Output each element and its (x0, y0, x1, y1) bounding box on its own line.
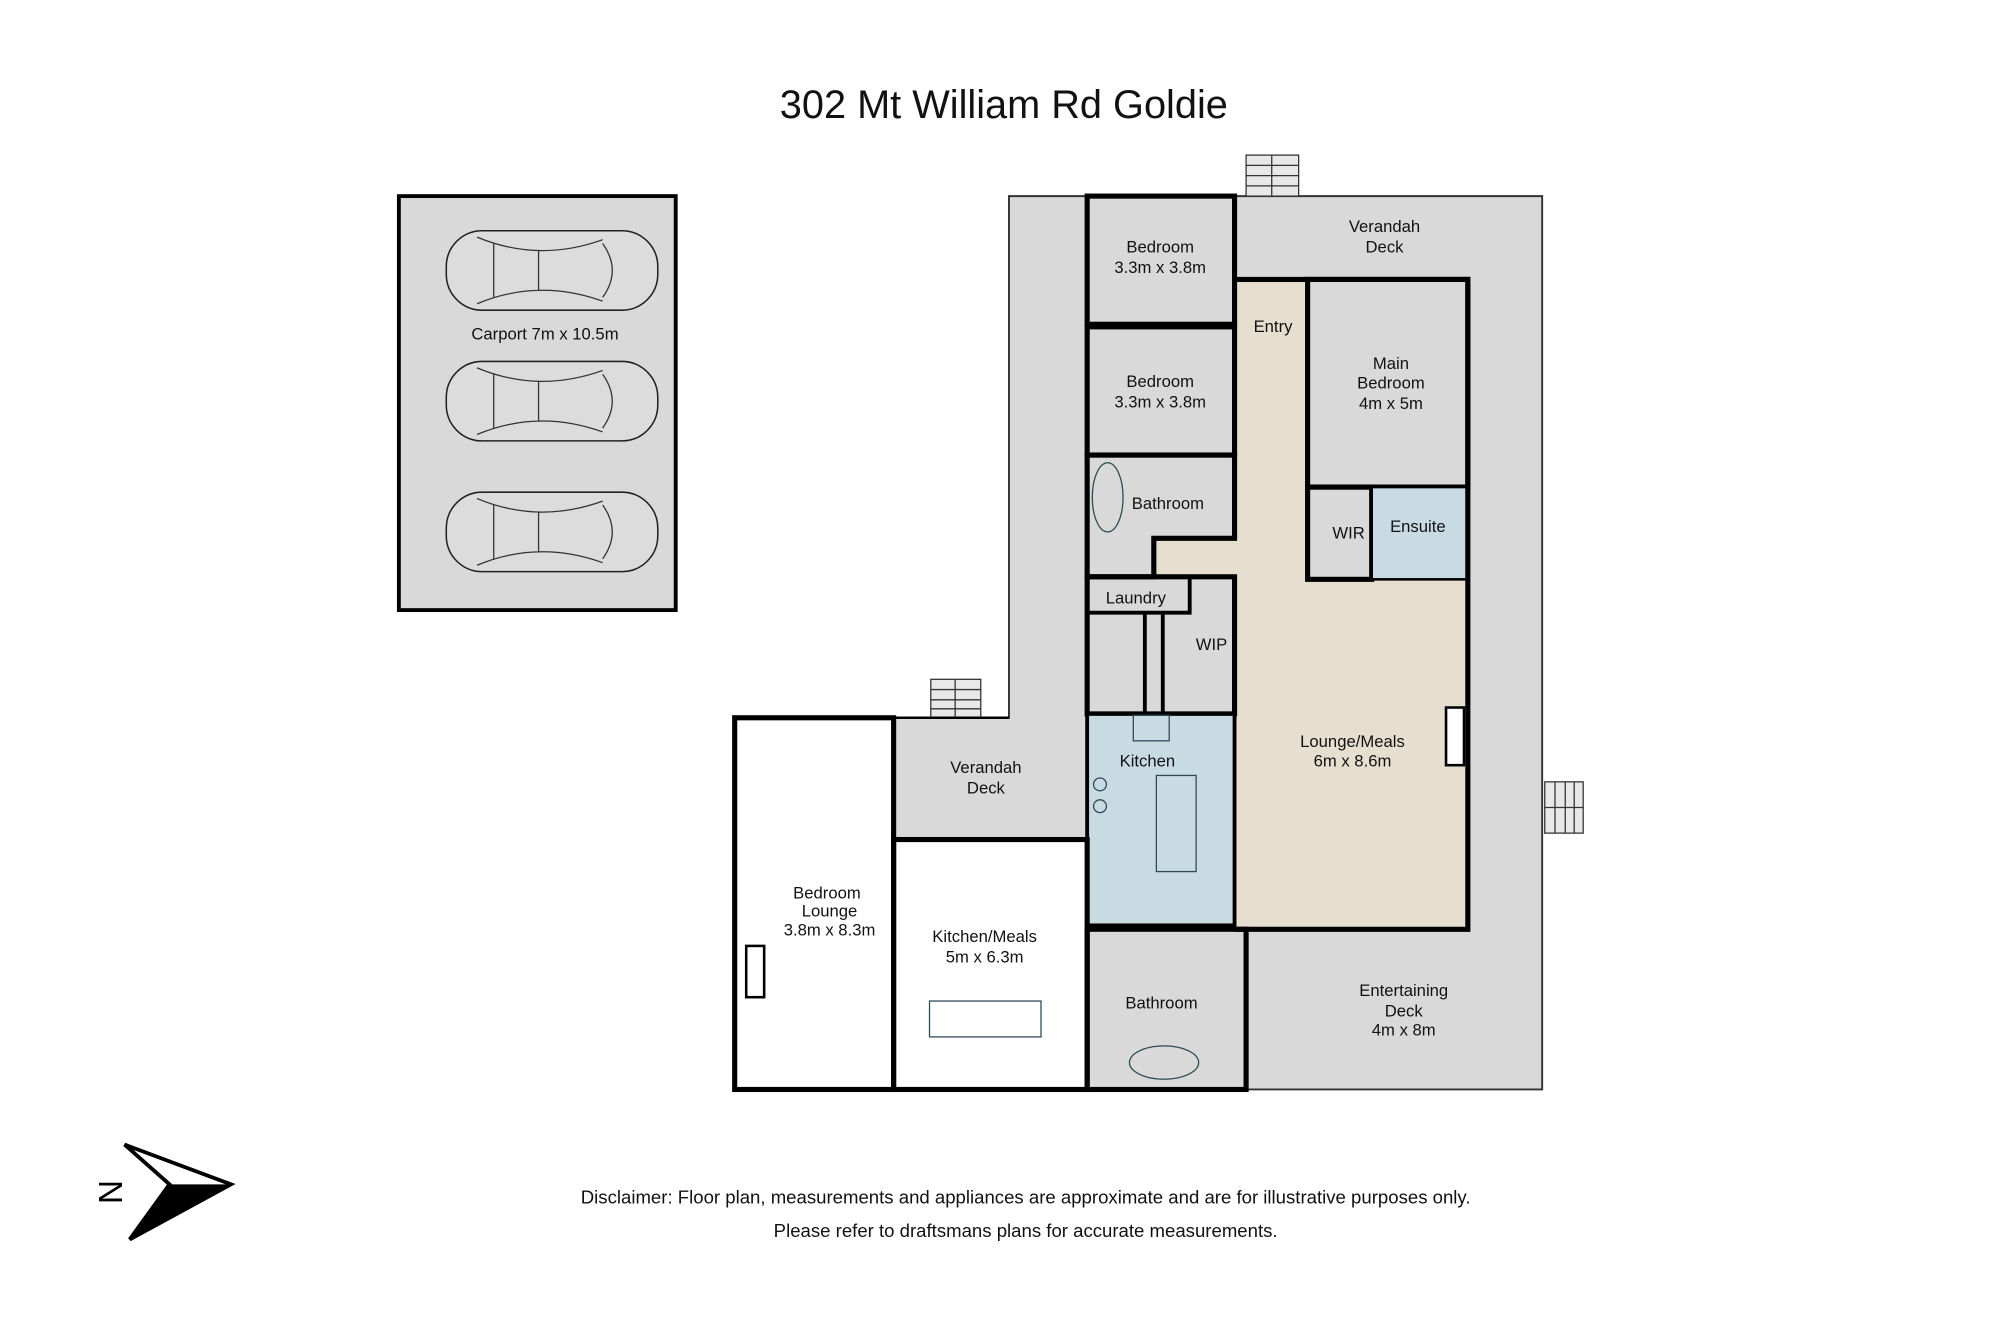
sink-icon (1092, 799, 1108, 814)
room-size: 5m x 6.3m (946, 948, 1024, 967)
room-label: Bedroom (793, 883, 861, 902)
room-size: 3.8m x 8.3m (784, 921, 876, 940)
bathtub-icon (1128, 1045, 1200, 1080)
room-label: WIP (1196, 635, 1227, 654)
page-title: 302 Mt William Rd Goldie (780, 83, 1228, 127)
room-label: Bedroom (1357, 373, 1425, 392)
room-label: Deck (967, 778, 1006, 797)
room-label: Verandah (950, 758, 1021, 777)
stairs-icon (930, 678, 982, 719)
room-size: 4m x 8m (1372, 1021, 1436, 1040)
room-label: Ensuite (1390, 517, 1446, 536)
disclaimer-line-2: Please refer to draftsmans plans for acc… (774, 1220, 1278, 1241)
sink-icon (1092, 777, 1108, 792)
room-label: Bedroom (1126, 238, 1194, 257)
stairs-icon (1544, 781, 1584, 834)
room-label: Deck (1366, 238, 1405, 257)
room-label: Verandah (1349, 217, 1420, 236)
room-label: Bedroom (1126, 372, 1194, 391)
room-kitchen-meals (891, 836, 1090, 1093)
room-label: Lounge (802, 901, 858, 920)
room-label: Kitchen/Meals (932, 927, 1037, 946)
room-label: Bathroom (1132, 494, 1204, 513)
room-size: 6m x 8.6m (1314, 751, 1392, 770)
north-arrow-icon: N (91, 1142, 236, 1242)
hallway-lounge (1153, 279, 1468, 930)
disclaimer-line-1: Disclaimer: Floor plan, measurements and… (581, 1187, 1471, 1208)
room-size: 3.3m x 3.8m (1114, 393, 1206, 412)
meals-island (928, 1000, 1042, 1038)
room-label: Deck (1385, 1001, 1424, 1020)
room-label: Entertaining (1359, 981, 1448, 1000)
kitchen-island (1155, 774, 1197, 873)
bathtub-icon (1091, 462, 1124, 533)
compass-north-label: N (91, 1180, 128, 1204)
car-icon (445, 360, 659, 442)
room-kitchen (1085, 712, 1237, 928)
car-icon (445, 229, 659, 311)
stairs-icon (1245, 154, 1300, 197)
room-label: Lounge/Meals (1300, 732, 1405, 751)
room-label: Main (1373, 354, 1409, 373)
room-label: WIR (1332, 523, 1364, 542)
room-label: Entry (1254, 317, 1294, 336)
room-label-carport: Carport 7m x 10.5m (471, 325, 618, 344)
fireplace-icon (1444, 706, 1466, 767)
room-label: Kitchen (1120, 751, 1176, 770)
room-size: 3.3m x 3.8m (1114, 258, 1206, 277)
cooktop-icon (1132, 714, 1170, 742)
room-size: 4m x 5m (1359, 394, 1423, 413)
carport: Carport 7m x 10.5m (396, 194, 678, 613)
room-label: Bathroom (1125, 994, 1197, 1013)
room-label: Laundry (1106, 589, 1167, 608)
fireplace-icon (744, 944, 766, 999)
car-icon (445, 491, 659, 573)
